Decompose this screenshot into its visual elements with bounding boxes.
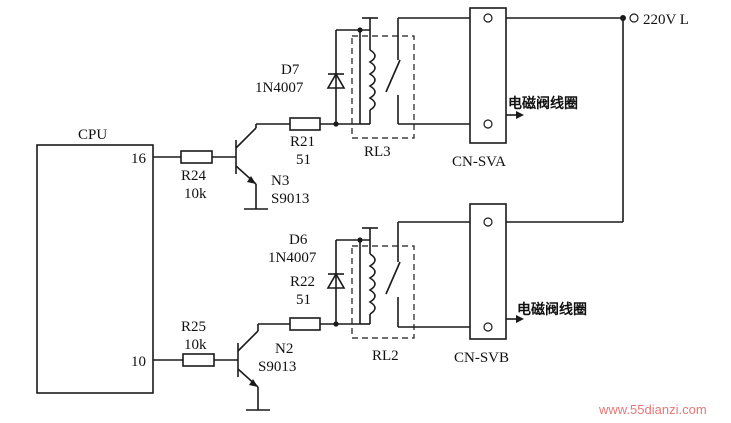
cpu-pin-10: 10 (131, 354, 146, 370)
r25-value: 10k (184, 337, 207, 353)
watermark: www.55dianzi.com (598, 402, 707, 417)
d6-model: 1N4007 (268, 250, 317, 266)
r24-value: 10k (184, 186, 207, 202)
d7-name: D7 (281, 62, 300, 78)
n2-name: N2 (275, 341, 293, 357)
diode-d6 (326, 240, 346, 324)
cpu-pin-16: 16 (131, 151, 147, 167)
cpu-block: CPU 16 10 (36, 127, 154, 394)
connector-cn-sva (469, 7, 507, 144)
transistor-n3 (235, 127, 257, 185)
upper-channel: R24 10k N3 S9013 R21 51 D7 1N4007 (153, 7, 689, 210)
resistor-r22 (289, 317, 321, 331)
r22-value: 51 (296, 292, 311, 308)
resistor-r25 (182, 353, 215, 367)
lower-channel: R25 10k N2 S9013 R22 51 D6 1N4007 (153, 203, 587, 411)
cn-sva-label: CN-SVA (452, 154, 506, 170)
r21-value: 51 (296, 152, 311, 168)
transistor-n2 (237, 330, 259, 388)
connector-cn-svb (469, 203, 507, 340)
rl2-label: RL2 (372, 348, 399, 364)
n3-model: S9013 (271, 191, 309, 207)
cpu-label: CPU (78, 127, 107, 143)
diode-d7 (326, 30, 346, 124)
n3-name: N3 (271, 173, 289, 189)
r25-name: R25 (181, 319, 206, 335)
relay-rl2 (351, 222, 415, 339)
n2-model: S9013 (258, 359, 296, 375)
relay-rl3 (351, 18, 415, 139)
r24-name: R24 (181, 168, 207, 184)
d7-model: 1N4007 (255, 80, 304, 96)
resistor-r24 (180, 150, 213, 164)
r21-name: R21 (290, 134, 315, 150)
supply-label: 220V L (643, 12, 689, 28)
resistor-r21 (289, 117, 321, 131)
cn-svb-label: CN-SVB (454, 350, 509, 366)
r22-name: R22 (290, 274, 315, 290)
coil-label-a: 电磁阀线圈 (508, 95, 578, 112)
coil-label-b: 电磁阀线圈 (517, 301, 587, 318)
rl3-label: RL3 (364, 144, 391, 160)
d6-name: D6 (289, 232, 308, 248)
